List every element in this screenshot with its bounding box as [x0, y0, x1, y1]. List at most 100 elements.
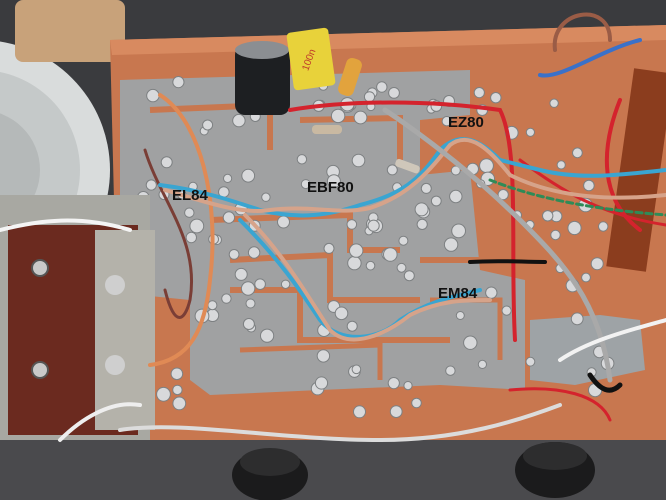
solder-joint: [451, 223, 467, 239]
solder-joint: [185, 231, 198, 244]
solder-joint: [477, 359, 487, 369]
solder-joint: [156, 386, 171, 402]
solder-joint: [443, 237, 459, 252]
solder-joint: [346, 320, 358, 332]
solder-joint: [473, 87, 485, 99]
solder-joint: [455, 311, 465, 320]
electrolytic-capacitor: [235, 41, 290, 115]
solder-joint: [581, 272, 591, 283]
solder-joint: [367, 219, 380, 232]
control-knobs: [232, 442, 595, 500]
solder-joint: [430, 195, 442, 207]
solder-joint: [449, 189, 463, 204]
solder-joint: [376, 81, 388, 93]
solder-joint: [463, 335, 478, 350]
resistor: [312, 125, 342, 134]
solder-joint: [525, 356, 536, 367]
solder-joint: [441, 116, 452, 127]
solder-joint: [323, 242, 335, 254]
solder-joint: [260, 328, 275, 343]
transformer: [0, 195, 155, 440]
orange-capacitor: [338, 58, 362, 96]
solder-joint: [316, 349, 331, 363]
solder-joint: [420, 182, 432, 194]
solder-joint: [501, 305, 512, 316]
label-ez80: EZ80: [448, 114, 484, 131]
solder-joint: [160, 156, 173, 169]
solder-joint: [172, 396, 187, 411]
wires: [0, 12, 666, 443]
solder-joint: [184, 207, 195, 218]
solder-joint: [228, 249, 240, 260]
solder-joint: [223, 173, 233, 183]
solder-joint: [222, 211, 236, 224]
solder-joint: [172, 76, 185, 89]
solder-joint: [567, 220, 582, 236]
solder-joint: [383, 247, 398, 262]
trace-area: [120, 70, 525, 395]
solder-joint: [353, 110, 368, 125]
solder-joint: [388, 87, 400, 99]
solder-joint: [583, 179, 595, 192]
solder-joint: [353, 405, 366, 419]
solder-joint: [172, 384, 183, 396]
solder-joint: [389, 405, 403, 419]
solder-joint: [497, 189, 509, 201]
solder-joint: [221, 293, 232, 304]
solder-joint: [170, 367, 184, 381]
solder-joint: [351, 364, 362, 375]
solder-joint: [570, 312, 584, 326]
solder-joint: [347, 255, 362, 271]
solder-joint: [396, 262, 407, 273]
solder-joint: [598, 221, 609, 232]
solder-joint: [280, 279, 291, 289]
solder-joint: [145, 179, 157, 191]
solder-joint: [479, 158, 494, 174]
label-el84: EL84: [172, 187, 209, 204]
terminal-strip: [606, 68, 666, 272]
solder-joint: [450, 165, 461, 176]
solder-joint: [242, 318, 255, 330]
solder-joint: [572, 147, 583, 159]
solder-joints: [137, 68, 615, 419]
solder-joint: [146, 88, 160, 103]
solder-joint: [346, 219, 358, 230]
solder-joint: [232, 113, 246, 128]
solder-joint: [398, 235, 409, 246]
solder-joint: [363, 91, 376, 103]
solder-joint: [300, 179, 311, 190]
solder-joint: [525, 127, 536, 137]
solder-joint: [261, 192, 271, 202]
solder-joint: [490, 92, 502, 104]
solder-joint: [326, 174, 341, 189]
solder-joint: [556, 160, 566, 170]
solder-joint: [207, 300, 218, 311]
solder-joint: [590, 257, 604, 271]
solder-joint: [330, 108, 346, 124]
solder-joint: [334, 306, 349, 321]
solder-joint: [542, 210, 554, 222]
solder-joint: [245, 298, 256, 309]
solder-joint: [365, 260, 376, 271]
solder-joint: [202, 119, 214, 131]
solder-joint: [296, 154, 308, 165]
solder-joint: [241, 168, 256, 183]
solder-joint: [247, 246, 261, 259]
label-ebf80: EBF80: [307, 179, 354, 196]
solder-joint: [234, 267, 248, 281]
solder-joint: [550, 229, 561, 241]
solder-joint: [411, 397, 422, 409]
solder-joint: [403, 381, 413, 391]
solder-joint: [349, 243, 364, 258]
solder-joint: [189, 218, 205, 234]
solder-joint: [277, 215, 290, 229]
solder-joint: [240, 281, 256, 296]
solder-joint: [485, 286, 498, 299]
solder-joint: [314, 376, 329, 390]
solder-joint: [416, 218, 428, 230]
solder-joint: [387, 377, 400, 390]
solder-joint: [549, 98, 559, 108]
solder-joint: [351, 153, 366, 168]
film-capacitor: 100n: [286, 27, 336, 91]
